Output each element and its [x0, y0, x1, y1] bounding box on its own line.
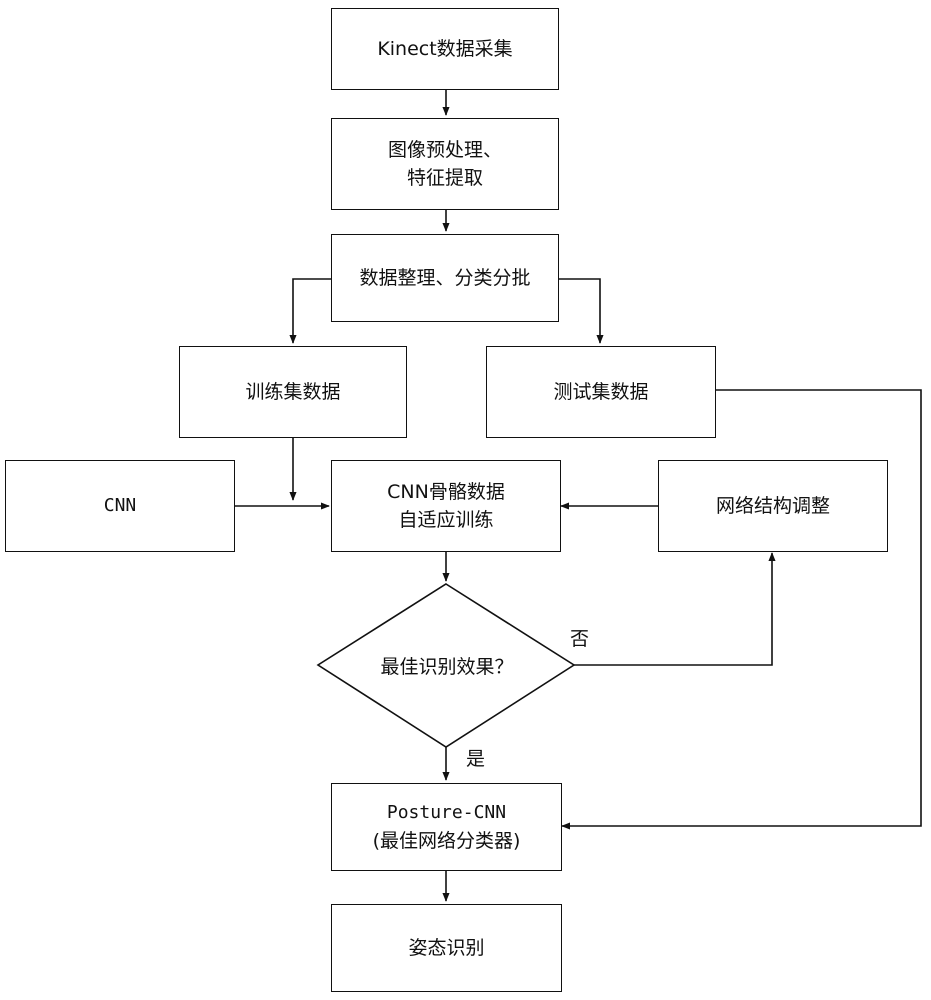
node-posture-line1: Posture-CNN [386, 802, 507, 823]
node-posture-recognition: 姿态识别 [331, 904, 562, 992]
node-kinect-label: Kinect数据采集 [377, 38, 513, 60]
node-preprocess-line1: 图像预处理、 [387, 139, 502, 161]
node-recognition-label: 姿态识别 [408, 937, 485, 959]
node-image-preprocessing: 图像预处理、 特征提取 [331, 118, 559, 210]
node-cnn: CNN [5, 460, 235, 552]
node-adaptive-line2: 自适应训练 [398, 509, 494, 531]
node-posture-cnn: Posture-CNN (最佳网络分类器) [331, 783, 562, 871]
node-preprocess-line2: 特征提取 [406, 167, 483, 189]
node-organize-label: 数据整理、分类分批 [359, 267, 531, 289]
node-test-set-label: 测试集数据 [553, 381, 649, 403]
decision-label: 最佳识别效果？ [380, 655, 514, 678]
edge-organize-to-test [559, 278, 604, 344]
node-data-organize: 数据整理、分类分批 [331, 234, 559, 322]
node-posture-line2: (最佳网络分类器) [372, 830, 521, 852]
node-test-set: 测试集数据 [486, 346, 716, 438]
edge-label-no: 否 [570, 628, 590, 650]
node-kinect-data-collection: Kinect数据采集 [331, 8, 559, 90]
decision-diamond-shape [316, 583, 576, 748]
node-cnn-label: CNN [103, 495, 137, 516]
node-train-set-label: 训练集数据 [245, 381, 341, 403]
node-adjust-label: 网络结构调整 [715, 495, 830, 517]
node-adaptive-line1: CNN骨骼数据 [387, 481, 505, 503]
node-training-set: 训练集数据 [179, 346, 407, 438]
node-adaptive-training: CNN骨骼数据 自适应训练 [331, 460, 561, 552]
node-network-structure-adjust: 网络结构调整 [658, 460, 888, 552]
edge-decision-no-to-adjust [574, 552, 776, 666]
edge-test-to-posture [561, 389, 922, 830]
edge-label-yes: 是 [466, 748, 486, 770]
edge-organize-to-train [289, 278, 331, 344]
